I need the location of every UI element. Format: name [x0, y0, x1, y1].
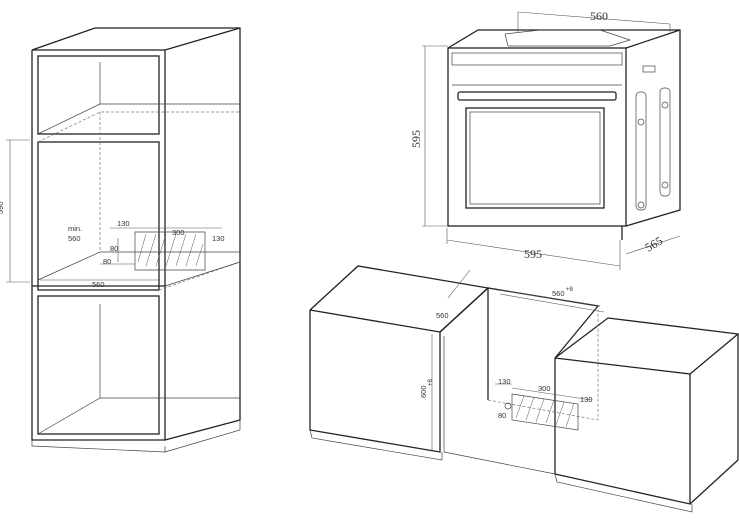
- oven-depth-label: 565: [643, 233, 666, 254]
- undercounter-opening-height-sup: +8: [428, 378, 434, 386]
- undercounter-vent-cutout: [504, 393, 579, 431]
- column-cabinet: 590 min. 560 130 300 130 80 80 560: [0, 27, 241, 453]
- column-vent-height-label: 80: [110, 244, 118, 253]
- undercounter-left-gap-label: 130: [498, 377, 511, 386]
- column-vent-cutout: [134, 231, 206, 271]
- undercounter-depth-label: 560: [436, 311, 449, 320]
- oven-front-width-label: 595: [524, 247, 542, 261]
- built-in-oven: 560 595 595 565: [409, 9, 681, 270]
- oven-top-width-label: 560: [590, 9, 608, 23]
- undercounter-vent-width-label: 300: [538, 384, 551, 393]
- column-width-label: 560: [92, 280, 105, 289]
- column-vent-width-label: 300: [172, 228, 185, 237]
- undercounter-opening-height-label: 600: [419, 385, 428, 398]
- undercounter-right-gap-label: 130: [580, 395, 593, 404]
- undercounter-installation: 560 560 +8 600 +8 130 300 130 80: [309, 265, 739, 513]
- column-right-gap-label: 130: [212, 234, 225, 243]
- undercounter-opening-width-label: 560: [552, 289, 565, 298]
- column-height-label: 590: [0, 201, 5, 214]
- oven-height-label: 595: [409, 130, 423, 148]
- column-min-value: 560: [68, 234, 81, 243]
- undercounter-vent-height-label: 80: [498, 411, 506, 420]
- column-min-label: min.: [68, 224, 82, 233]
- column-vent-offset-label: 80: [103, 257, 111, 266]
- column-left-gap-label: 130: [117, 219, 130, 228]
- undercounter-opening-width-sup: +8: [566, 287, 574, 293]
